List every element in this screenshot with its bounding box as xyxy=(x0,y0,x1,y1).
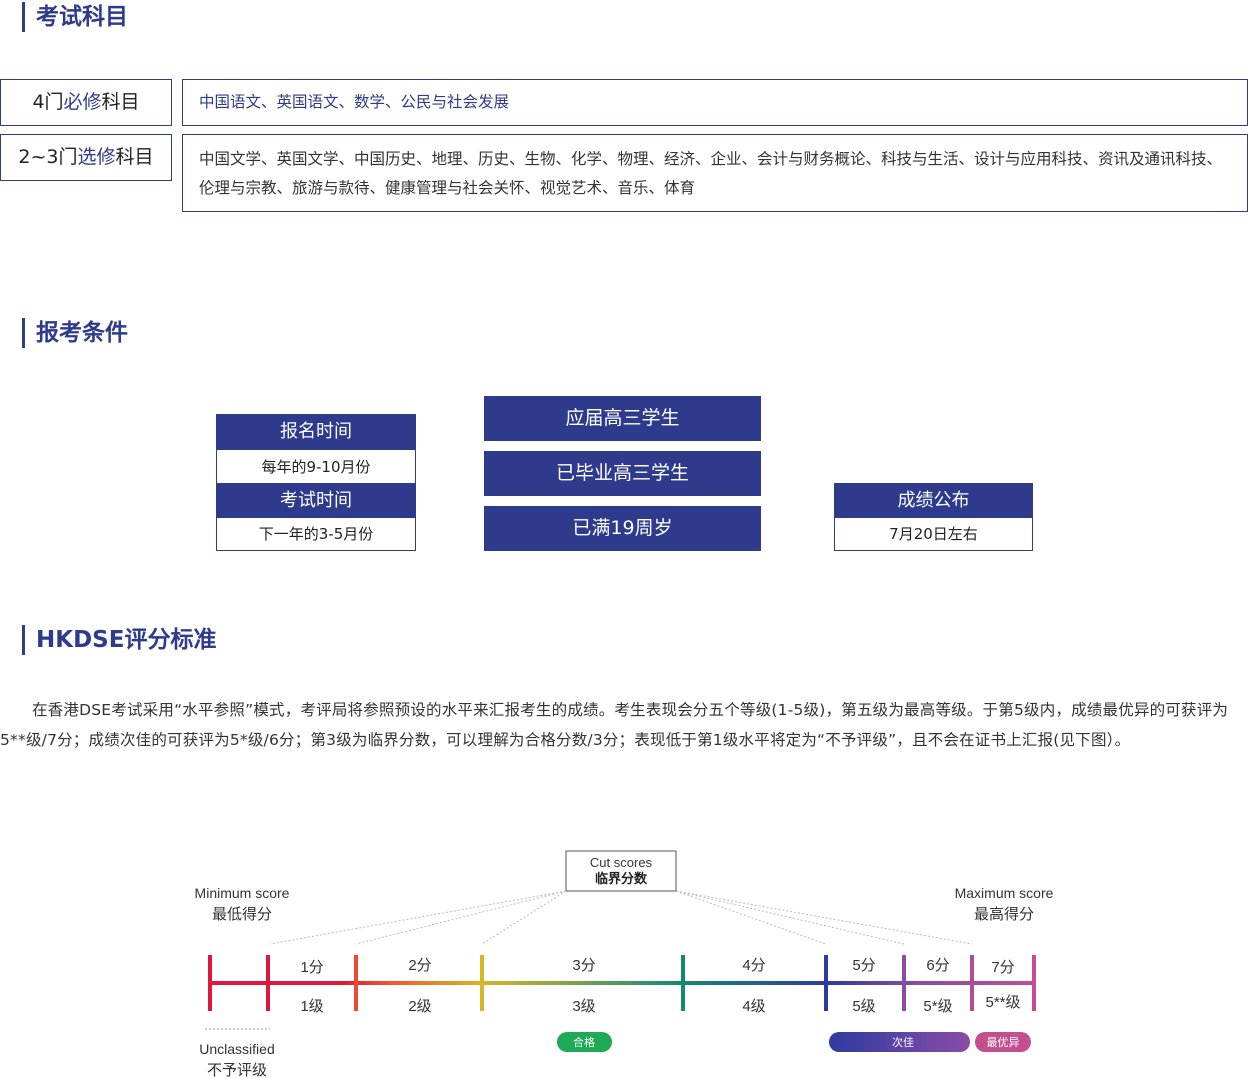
grading-paragraph: 在香港DSE考试采用“水平参照”模式，考评局将参照预设的水平来汇报考生的成绩。考… xyxy=(0,701,1229,749)
section-title-grading: HKDSE评分标准 xyxy=(22,625,216,655)
pass-badge xyxy=(557,1032,612,1052)
section-title-subjects: 考试科目 xyxy=(22,2,128,32)
core-subjects-list: 中国语文、英国语文、数学、公民与社会发展 xyxy=(182,79,1248,126)
registration-time-label: 报名时间 xyxy=(216,414,416,450)
elective-label-suffix: 科目 xyxy=(115,146,154,168)
segment-level: 1级 xyxy=(300,998,323,1015)
good-badge xyxy=(829,1032,970,1052)
minimum-score-en: Minimum score xyxy=(195,885,290,901)
core-label-highlight: 必修 xyxy=(63,91,102,113)
eligibility-item: 已毕业高三学生 xyxy=(484,451,761,496)
best-badge xyxy=(975,1032,1031,1052)
section-title-requirements: 报考条件 xyxy=(22,318,128,348)
results-label: 成绩公布 xyxy=(834,483,1033,518)
elective-subjects-label: 2~3门选修科目 xyxy=(0,134,172,181)
segment-score: 4分 xyxy=(742,957,765,974)
exam-time-value: 下一年的3-5月份 xyxy=(216,518,416,551)
maximum-score-zh: 最高得分 xyxy=(974,906,1034,923)
scale-line xyxy=(210,981,1034,985)
core-subjects-label: 4门必修科目 xyxy=(0,79,172,126)
elective-label-highlight: 选修 xyxy=(77,146,116,168)
cut-scores-box xyxy=(565,850,677,892)
segment-level: 5级 xyxy=(852,998,875,1015)
minimum-score-zh: 最低得分 xyxy=(212,906,272,923)
unclassified-zh: 不予评级 xyxy=(207,1062,267,1079)
cut-scores-en: Cut scores xyxy=(590,855,653,870)
results-value: 7月20日左右 xyxy=(834,518,1033,551)
segment-score: 7分 xyxy=(991,959,1014,976)
elective-subjects-list: 中国文学、英国文学、中国历史、地理、历史、生物、化学、物理、经济、企业、会计与财… xyxy=(182,134,1248,212)
segment-score: 1分 xyxy=(300,959,323,976)
scale-ticks xyxy=(208,955,1036,1011)
segment-score: 6分 xyxy=(926,957,949,974)
segment-level: 4级 xyxy=(742,998,765,1015)
elective-label-prefix: 2~3门 xyxy=(18,146,78,168)
core-label-prefix: 4门 xyxy=(32,91,64,113)
segment-level: 5*级 xyxy=(923,998,952,1015)
cut-scores-zh: 临界分数 xyxy=(595,871,648,886)
eligibility-item: 应届高三学生 xyxy=(484,396,761,441)
registration-time-value: 每年的9-10月份 xyxy=(216,450,416,484)
segment-score: 2分 xyxy=(408,957,431,974)
segment-score: 5分 xyxy=(852,957,875,974)
eligibility-item: 已满19周岁 xyxy=(484,506,761,551)
unclassified-en: Unclassified xyxy=(199,1041,274,1057)
segment-level: 3级 xyxy=(572,998,595,1015)
segment-score: 3分 xyxy=(572,957,595,974)
segment-level: 5**级 xyxy=(985,994,1020,1011)
maximum-score-en: Maximum score xyxy=(955,885,1054,901)
segment-level: 2级 xyxy=(408,998,431,1015)
pass-badge-label: 合格 xyxy=(573,1035,595,1049)
grading-diagram: Cut scores 临界分数 Minimum score 最低得分 Maxim… xyxy=(195,850,1054,1079)
exam-time-label: 考试时间 xyxy=(216,483,416,518)
good-badge-label: 次佳 xyxy=(892,1035,914,1049)
best-badge-label: 最优异 xyxy=(987,1036,1020,1049)
core-label-suffix: 科目 xyxy=(101,91,140,113)
cut-score-guides xyxy=(269,890,973,945)
